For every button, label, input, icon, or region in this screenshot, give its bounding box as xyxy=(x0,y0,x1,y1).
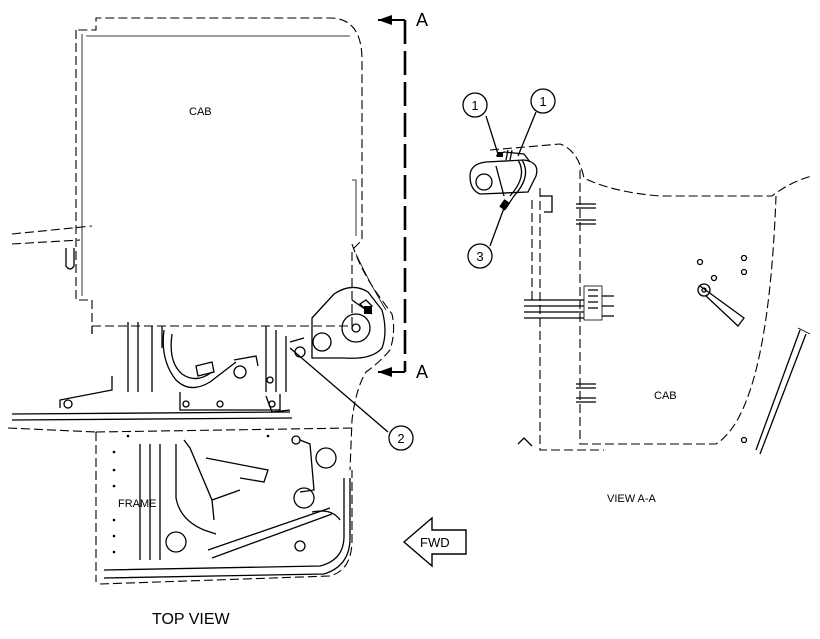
callout-1-right-number: 1 xyxy=(539,94,546,109)
view-a-a-title: VIEW A-A xyxy=(607,493,657,505)
callout-1-right-bubble xyxy=(530,88,556,114)
callout-3-bubble xyxy=(467,243,493,269)
top-view-title: TOP VIEW xyxy=(152,611,231,628)
fwd-arrow: FWD xyxy=(402,516,467,568)
callout-2-number: 2 xyxy=(397,431,404,446)
engine-components xyxy=(59,322,306,413)
section-a-label-top: A xyxy=(416,10,428,30)
cab-outline xyxy=(75,17,363,327)
callout-3-number: 3 xyxy=(476,249,483,264)
view-a-a: CAB VIEW A-A 1 1 3 xyxy=(462,88,813,505)
top-view: CAB FRAME A A TOP VIEW FWD 2 xyxy=(7,10,467,628)
cab-mounts xyxy=(524,203,614,403)
cab-label: CAB xyxy=(189,106,212,118)
frame-body xyxy=(95,427,353,585)
cab-mount-bracket xyxy=(311,286,386,359)
frame-markings xyxy=(112,434,270,554)
frame-label: FRAME xyxy=(118,498,157,510)
callout-1-left-bubble xyxy=(462,92,488,118)
cab-interior xyxy=(517,254,748,447)
upper-bracket xyxy=(469,149,553,213)
section-line-a-a xyxy=(378,15,407,377)
callout-1-left-number: 1 xyxy=(471,98,478,113)
section-a-label-bottom: A xyxy=(416,362,428,382)
fwd-label: FWD xyxy=(420,535,450,550)
callout-2-bubble xyxy=(388,425,414,451)
cab-view-label: CAB xyxy=(654,390,677,402)
